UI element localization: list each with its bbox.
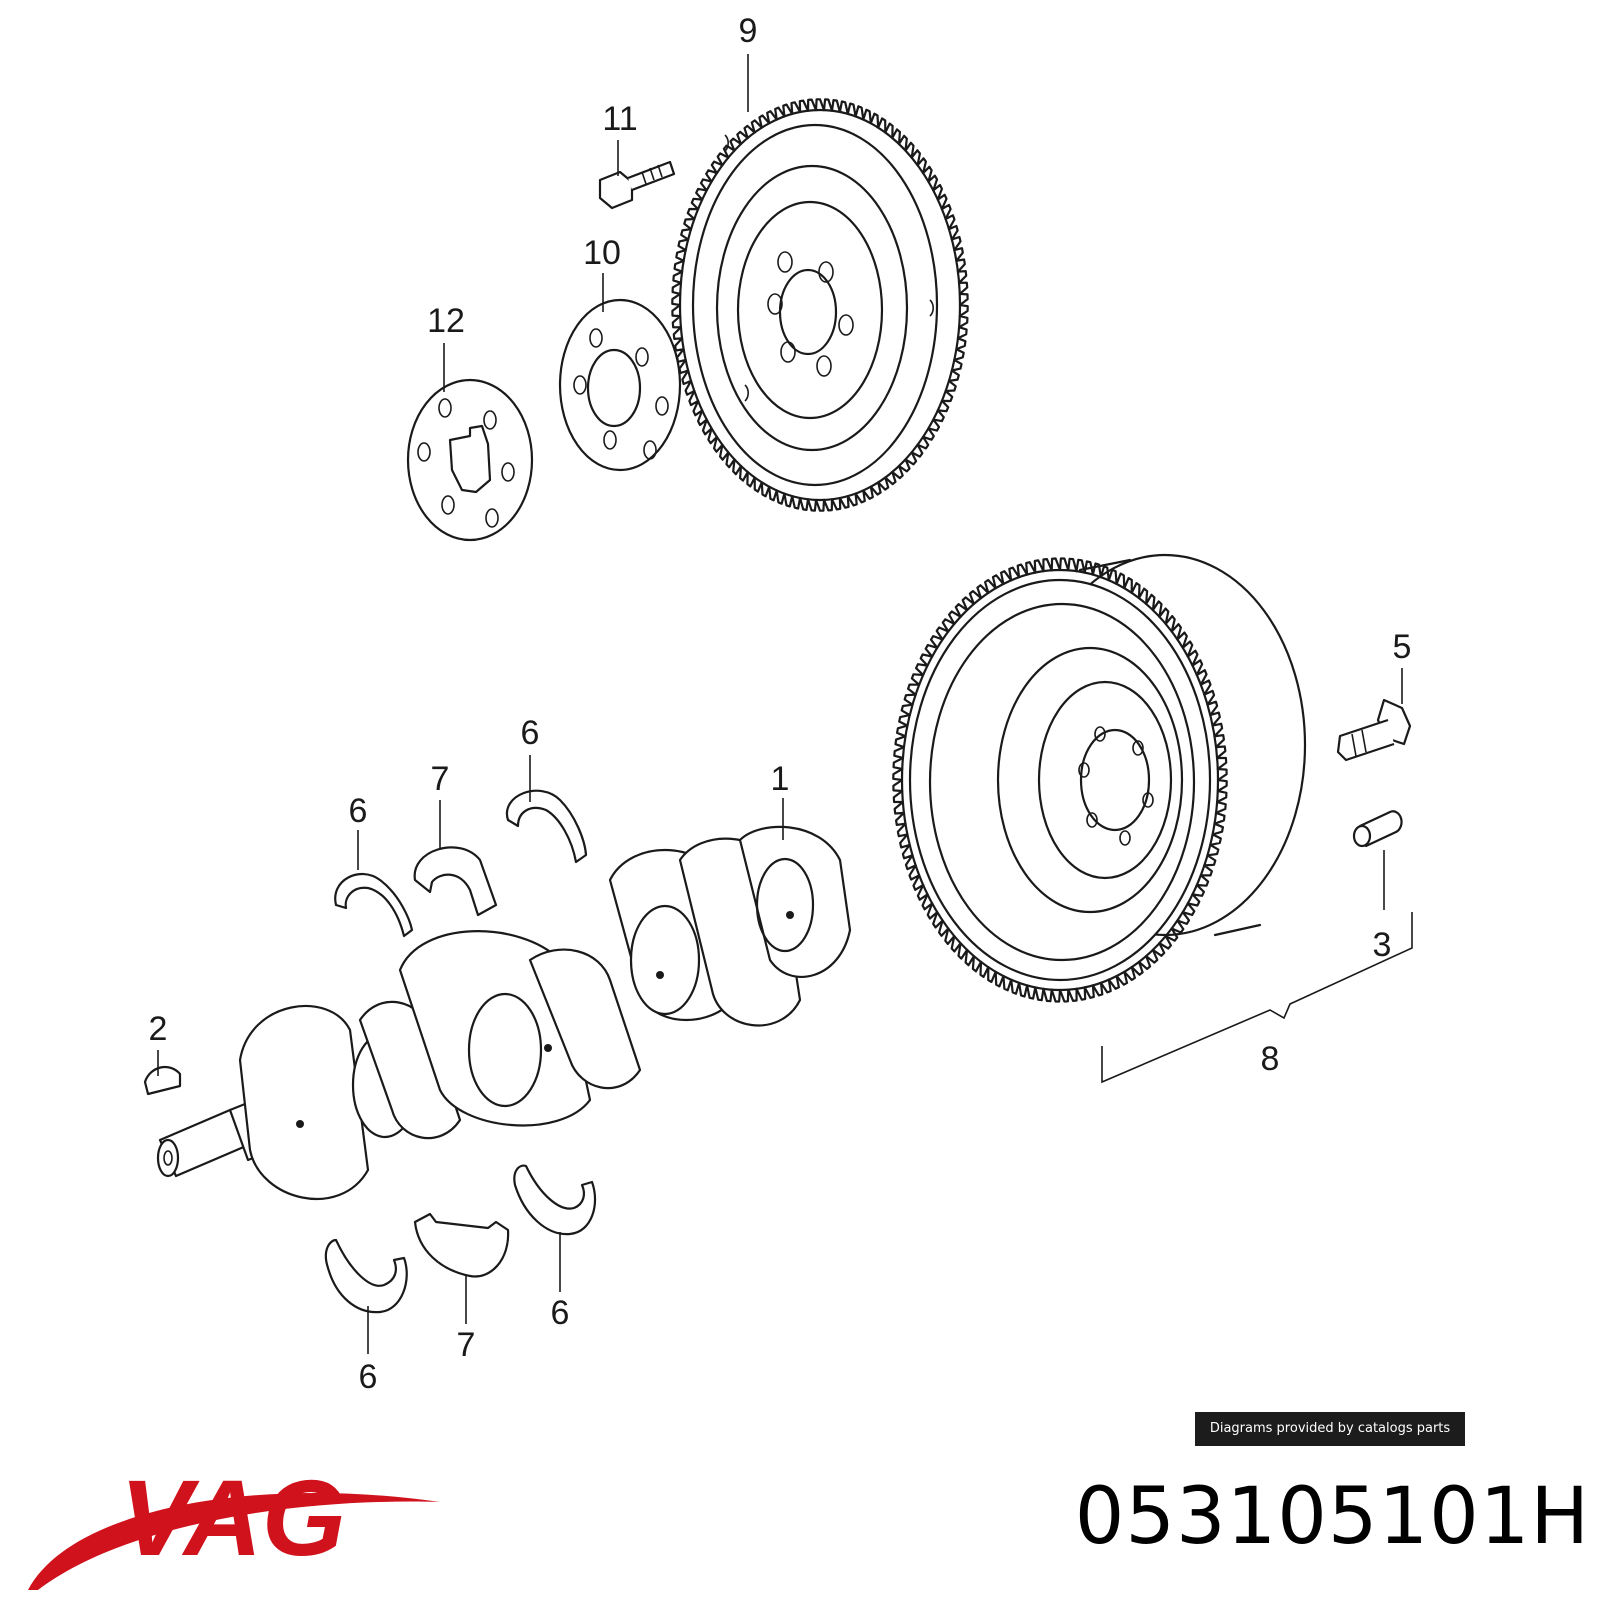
callout-2: 2 [149, 1010, 168, 1048]
bolt-11 [598, 160, 676, 210]
brand-logo: VAG [28, 1457, 440, 1590]
dual-mass-flywheel-8 [892, 553, 1307, 1003]
callout-9: 9 [739, 12, 758, 50]
crankshaft-1 [156, 825, 852, 1200]
callout-7-top: 7 [431, 760, 450, 798]
bolt-5 [1336, 698, 1412, 762]
part-number: 053105101H [1074, 1472, 1590, 1562]
gear8-teeth [892, 557, 1228, 1003]
callout-6-lower-left: 6 [359, 1358, 378, 1396]
plate-10 [558, 298, 682, 472]
woodruff-key-2 [143, 1065, 182, 1096]
plate-12 [406, 378, 534, 542]
callout-11: 11 [602, 100, 637, 138]
diagram-credit-badge: Diagrams provided by catalogs parts [1195, 1412, 1465, 1446]
leader-lines [157, 54, 1413, 1354]
callout-1: 1 [771, 760, 790, 798]
bearing-shells [324, 789, 597, 1314]
dowel-pin-3 [1352, 810, 1403, 848]
callout-6-left: 6 [349, 792, 368, 830]
callout-3: 3 [1373, 926, 1392, 964]
callout-12: 12 [427, 302, 465, 340]
gear9-teeth [671, 98, 969, 512]
flywheel-9 [671, 98, 969, 512]
callout-labels: 9 11 10 12 5 6 7 1 6 3 2 8 6 7 6 [149, 12, 1412, 1396]
callout-10: 10 [583, 234, 621, 272]
callout-5: 5 [1393, 628, 1412, 666]
callout-6-top: 6 [521, 714, 540, 752]
callout-7-lower: 7 [457, 1326, 476, 1364]
callout-8: 8 [1261, 1040, 1280, 1078]
callout-6-lower-right: 6 [551, 1294, 570, 1332]
brand-logo-text: VAG [120, 1457, 346, 1578]
